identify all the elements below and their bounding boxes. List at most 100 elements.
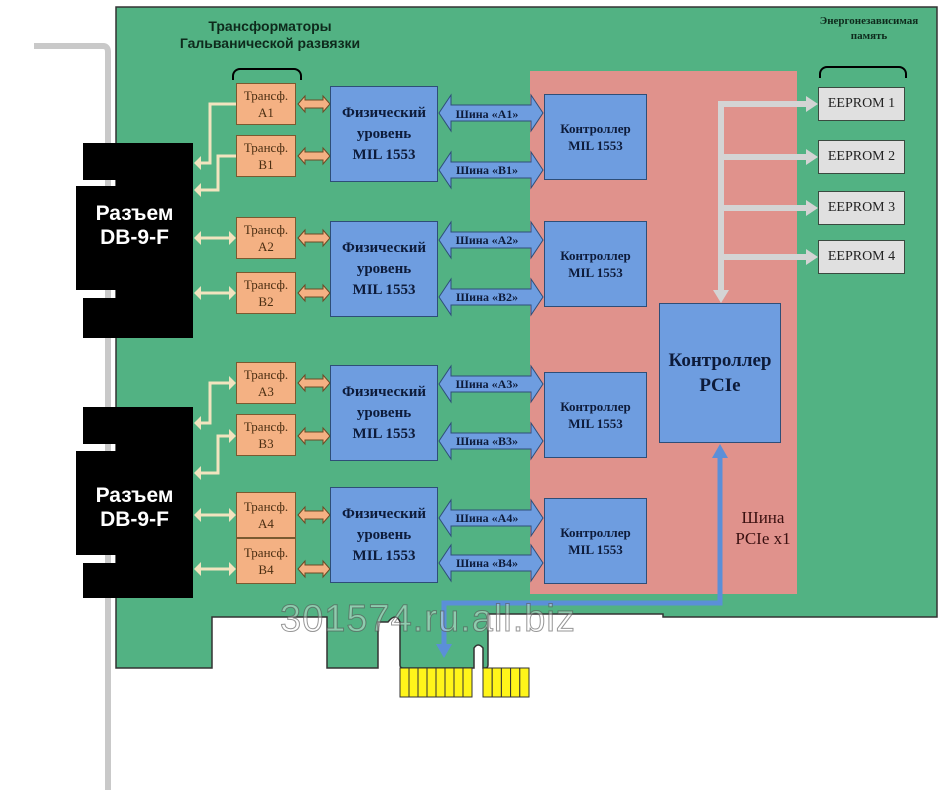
arrowhead-b3-left (194, 466, 201, 480)
eeprom-arrowhead-1 (806, 96, 818, 112)
eeprom-4: EEPROM 4 (818, 240, 905, 274)
mil-controller-4-line2: MIL 1553 (568, 542, 623, 557)
mil-controller-2-line2: MIL 1553 (568, 265, 623, 280)
bus-arrow-1 (438, 93, 544, 133)
memory-title-line2: память (850, 30, 888, 42)
transformers-title-line1: Трансформаторы (208, 18, 332, 34)
connector-1-line2: DB-9-F (100, 226, 169, 249)
pcie-controller-arrowhead (713, 290, 729, 303)
connector-2-line1: Разъем (95, 484, 174, 507)
transformer-b1-id: B1 (258, 157, 274, 172)
mil-controller-2-line1: Контроллер (560, 248, 631, 263)
eeprom-bus-trunk (718, 101, 808, 294)
transformer-phy-arrow-6 (297, 426, 331, 446)
bus-label-b1: Шина «B1» (455, 163, 518, 177)
arrowhead-a2-right (229, 231, 236, 245)
transformer-phy-arrow-5 (297, 373, 331, 393)
arrowhead-a1 (194, 156, 201, 170)
connector-1-body (116, 143, 193, 338)
arrowhead-a4-left (194, 508, 201, 522)
transformer-phy-arrow-3 (297, 228, 331, 248)
arrowhead-a4-right (229, 508, 236, 522)
mil-controller-1-line2: MIL 1553 (568, 138, 623, 153)
mil-controller-3-line1: Контроллер (560, 399, 631, 414)
physical-layer-4-line1: Физический (341, 505, 427, 522)
pcie-controller-line2: PCIe (699, 375, 741, 396)
arrowhead-a2-left (194, 231, 201, 245)
transformer-phy-arrow-4 (297, 283, 331, 303)
transformer-phy-arrow-7 (297, 505, 331, 525)
bus-arrow-4 (438, 277, 544, 317)
eeprom-arrowhead-2 (806, 149, 818, 165)
connector-2-body (116, 407, 193, 598)
bus-arrow-8 (438, 543, 544, 583)
gold-contact (462, 667, 473, 698)
transformer-phy-arrow-2 (297, 146, 331, 166)
mil-controller-4-line1: Контроллер (560, 525, 631, 540)
transformer-b3: Трансф. B3 (236, 414, 296, 456)
connector-2-back2 (83, 563, 116, 598)
pcie-controller-line1: Контроллер (668, 350, 772, 371)
transformer-b4-id: B4 (258, 562, 274, 577)
physical-layer-2-line1: Физический (341, 239, 427, 256)
arrowhead-b2-left (194, 286, 201, 300)
physical-layer-4-line3: MIL 1553 (352, 547, 416, 564)
bus-label-a2: Шина «A2» (455, 233, 519, 247)
connector-2-line2: DB-9-F (100, 508, 169, 531)
transformer-a2-id: A2 (258, 239, 274, 254)
arrowhead-a3-left (194, 416, 201, 430)
physical-layer-1-line2: уровень (356, 125, 412, 142)
pcie-bus-label: Шина PCIe x1 (728, 507, 798, 549)
physical-layer-1-line1: Физический (341, 104, 427, 121)
connector-1-label: Разъем DB-9-F (76, 202, 193, 250)
transformer-a3-label: Трансф. (243, 367, 289, 382)
line-a1 (196, 102, 236, 165)
pci-bracket (34, 43, 111, 790)
eeprom-arrowhead-3 (806, 200, 818, 216)
transformer-b1: Трансф.B1 (236, 135, 296, 177)
physical-layer-3-line3: MIL 1553 (352, 425, 416, 442)
transformer-phy-arrow-8 (297, 559, 331, 579)
transformer-a1-id: A1 (258, 105, 274, 120)
bus-arrow-2 (438, 150, 544, 190)
transformer-b3-label: Трансф. (243, 419, 289, 434)
transformer-a4: Трансф.A4 (236, 492, 296, 538)
eeprom-2: EEPROM 2 (818, 140, 905, 174)
bus-label-a4: Шина «A4» (455, 511, 519, 525)
transformer-phy-arrow-1 (297, 94, 331, 114)
watermark: 301574.ru.all.biz (280, 598, 576, 641)
physical-layer-3-line1: Физический (341, 383, 427, 400)
eeprom-arrowhead-4 (806, 249, 818, 265)
mil-controller-3-line2: MIL 1553 (568, 416, 623, 431)
bus-label-a1: Шина «A1» (455, 107, 519, 121)
bus-arrow-3 (438, 220, 544, 260)
transformer-b3-id: B3 (258, 436, 274, 451)
memory-title-line1: Энергонезависимая (819, 15, 919, 27)
physical-layer-1-line3: MIL 1553 (352, 146, 416, 163)
transformer-b4: Трансф. B4 (236, 538, 296, 584)
arrowhead-b3-right (229, 429, 236, 443)
transformer-b4-label: Трансф. (243, 545, 289, 560)
transformers-title-line2: Гальванической развязки (179, 35, 361, 51)
memory-title: Энергонезависимая память (795, 14, 943, 44)
arrowhead-a3-right (229, 376, 236, 390)
transformer-a3: Трансф.A3 (236, 362, 296, 404)
transformer-a4-id: A4 (258, 516, 274, 531)
connector-1-mid (76, 186, 116, 290)
transformer-a2-label: Трансф. (243, 222, 289, 237)
transformers-brace (232, 68, 302, 80)
bus-label-b3: Шина «B3» (455, 434, 518, 448)
arrowhead-b1 (194, 183, 201, 197)
physical-layer-4-line2: уровень (356, 526, 412, 543)
eeprom-3: EEPROM 3 (818, 191, 905, 225)
connector-2-label: Разъем DB-9-F (76, 484, 193, 532)
mil-controller-1-line1: Контроллер (560, 121, 631, 136)
